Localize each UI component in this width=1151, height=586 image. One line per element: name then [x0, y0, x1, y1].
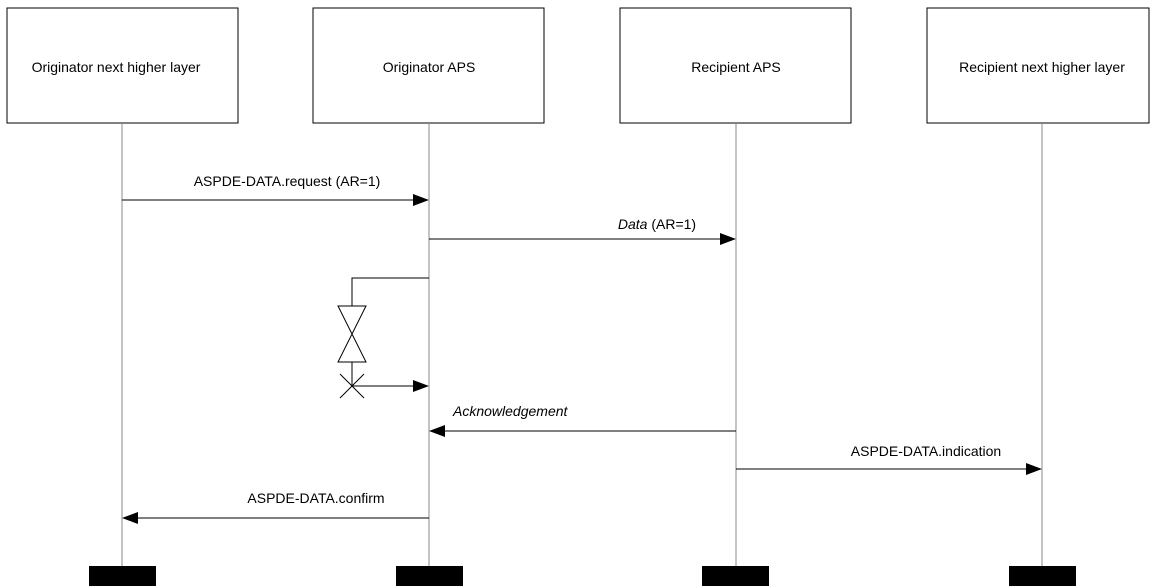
message-acknowledgement: Acknowledgement	[429, 403, 736, 437]
lifeline-end-bar	[1009, 566, 1076, 586]
participant-box	[312, 7, 545, 124]
message-label: ASPDE-DATA.confirm	[247, 490, 384, 506]
lifeline-end-bar	[702, 566, 769, 586]
message-label-rest: (AR=1)	[647, 216, 696, 232]
participant-label: Recipient APS	[691, 59, 781, 75]
participant-originator-aps: Originator APS	[312, 7, 545, 124]
timer-start-line	[351, 277, 429, 306]
message-data: Data (AR=1)	[429, 216, 736, 245]
timer-hourglass-top	[337, 305, 367, 336]
lifeline-end-bar	[89, 566, 156, 586]
participant-label: Recipient next higher layer	[959, 59, 1125, 75]
lifeline-end-bar	[396, 566, 463, 586]
arrowhead	[1026, 463, 1042, 475]
arrowhead	[720, 233, 736, 245]
message-label-italic: Data	[618, 216, 648, 232]
message-label: Acknowledgement	[452, 403, 569, 419]
message-label: Data (AR=1)	[618, 216, 696, 232]
participant-recipient-nhl: Recipient next higher layer	[926, 7, 1150, 124]
participant-label: Originator APS	[383, 59, 476, 75]
arrowhead	[122, 512, 138, 524]
participant-box	[6, 7, 239, 124]
participant-originator-nhl: Originator next higher layer	[6, 7, 239, 124]
message-confirm: ASPDE-DATA.confirm	[122, 490, 429, 524]
timer-hourglass-bottom	[337, 332, 367, 363]
arrowhead	[429, 425, 445, 437]
message-indication: ASPDE-DATA.indication	[736, 443, 1042, 475]
message-label: ASPDE-DATA.indication	[851, 443, 1001, 459]
participant-box	[619, 7, 852, 124]
message-label: ASPDE-DATA.request (AR=1)	[194, 173, 381, 189]
participant-recipient-aps: Recipient APS	[619, 7, 852, 124]
message-request: ASPDE-DATA.request (AR=1)	[122, 173, 429, 206]
arrowhead	[413, 194, 429, 206]
participant-box	[926, 7, 1150, 124]
arrowhead	[413, 380, 429, 392]
participant-label: Originator next higher layer	[32, 59, 201, 75]
ack-timer	[337, 277, 429, 399]
